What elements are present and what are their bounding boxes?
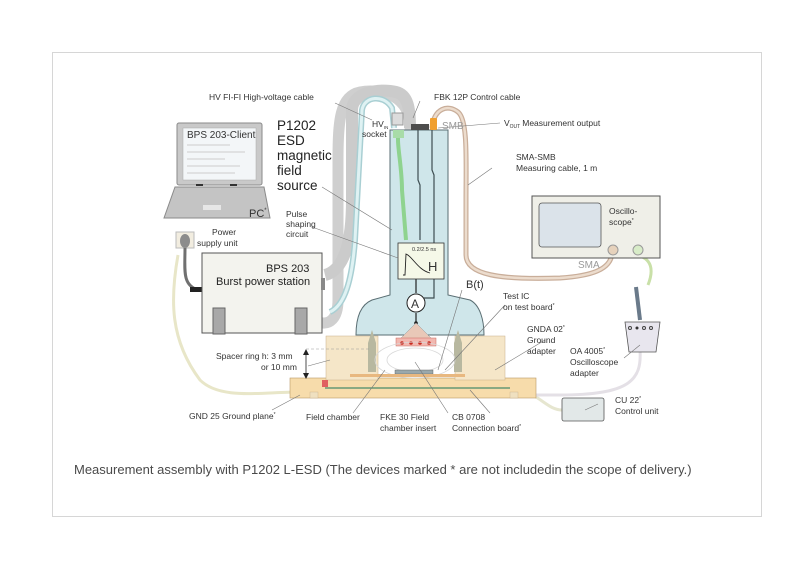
figure-caption: Measurement assembly with P1202 L-ESD (T… bbox=[74, 462, 692, 477]
sma-smb-label-2: Measuring cable, 1 m bbox=[516, 163, 597, 173]
gnda-label-3: adapter bbox=[527, 346, 556, 356]
oa-label-2: Oscilloscope bbox=[570, 357, 618, 367]
field-chamber-label: Field chamber bbox=[306, 412, 360, 422]
h-symbol: H bbox=[428, 259, 437, 274]
gnda-label-2: Ground bbox=[527, 335, 556, 345]
pulse-label-2: shaping bbox=[286, 219, 316, 229]
smb-label: SMB bbox=[442, 121, 464, 132]
pulse-label-3: circuit bbox=[286, 229, 309, 239]
gnd-label: GND 25 Ground plane* bbox=[189, 411, 276, 421]
fke-label-1: FKE 30 Field bbox=[380, 412, 429, 422]
test-ic-label-1: Test IC bbox=[503, 291, 529, 301]
bps-label-2: Burst power station bbox=[216, 276, 310, 288]
left-cable bbox=[171, 254, 301, 396]
bt-label: B(t) bbox=[466, 279, 484, 291]
leader-lines bbox=[271, 100, 641, 414]
client-screen-label: BPS 203-Client bbox=[187, 130, 256, 141]
pulse-timing-label: 0.2/2.5 ns bbox=[412, 247, 436, 253]
ground-plane-base bbox=[289, 330, 537, 399]
hvin-label: HVIN bbox=[372, 119, 388, 130]
oscilloscope-label-2: scope* bbox=[609, 217, 634, 227]
title-line-4: field bbox=[277, 163, 302, 178]
cu-22-box bbox=[561, 397, 605, 422]
cb-label-2: Connection board* bbox=[452, 423, 521, 433]
ammeter bbox=[406, 293, 426, 313]
fke-label-2: chamber insert bbox=[380, 423, 437, 433]
oscilloscope-label-1: Oscillo- bbox=[609, 206, 638, 216]
pulse-shaping-box bbox=[397, 242, 445, 280]
test-ic-label-2: on test board* bbox=[503, 302, 555, 312]
spacer-label-2: or 10 mm bbox=[261, 362, 297, 372]
title-line-2: ESD bbox=[277, 133, 305, 148]
power-supply-plug bbox=[175, 231, 204, 292]
bps-203-box bbox=[201, 252, 325, 335]
bps-label-1: BPS 203 bbox=[266, 263, 309, 275]
sma-smb-label-1: SMA-SMB bbox=[516, 152, 556, 162]
gnda-label-1: GNDA 02* bbox=[527, 324, 565, 334]
title-line-3: magnetic bbox=[277, 148, 332, 163]
oa-label-3: adapter bbox=[570, 368, 599, 378]
hvin-socket-label: socket bbox=[362, 129, 387, 139]
power-supply-label-1: Power bbox=[212, 227, 236, 237]
cu-label-1: CU 22* bbox=[615, 395, 641, 405]
fbk-cable-label: FBK 12P Control cable bbox=[434, 92, 521, 102]
spacer-label-1: Spacer ring h: 3 mm bbox=[216, 351, 293, 361]
oscillo-probe-cable bbox=[635, 253, 653, 286]
oscilloscope bbox=[531, 195, 661, 259]
pulse-label-1: Pulse bbox=[286, 209, 308, 219]
power-supply-label-2: supply unit bbox=[197, 238, 238, 248]
oa-4005-adapter bbox=[624, 286, 661, 353]
spacer-dimension-arrow bbox=[303, 348, 370, 379]
ammeter-symbol: A bbox=[411, 297, 419, 311]
bps-probe-grey-cable bbox=[322, 84, 416, 281]
title-line-5: source bbox=[277, 178, 318, 193]
oa-label-1: OA 4005* bbox=[570, 346, 605, 356]
hv-cable-label: HV FI-FI High-voltage cable bbox=[209, 92, 314, 102]
sma-label: SMA bbox=[578, 260, 600, 271]
cb-label-1: CB 0708 bbox=[452, 412, 485, 422]
laptop-pc bbox=[163, 122, 271, 219]
oa-cable bbox=[530, 349, 642, 397]
pc-label: PC* bbox=[249, 208, 267, 220]
cu-label-2: Control unit bbox=[615, 406, 659, 416]
title-line-1: P1202 bbox=[277, 118, 316, 133]
